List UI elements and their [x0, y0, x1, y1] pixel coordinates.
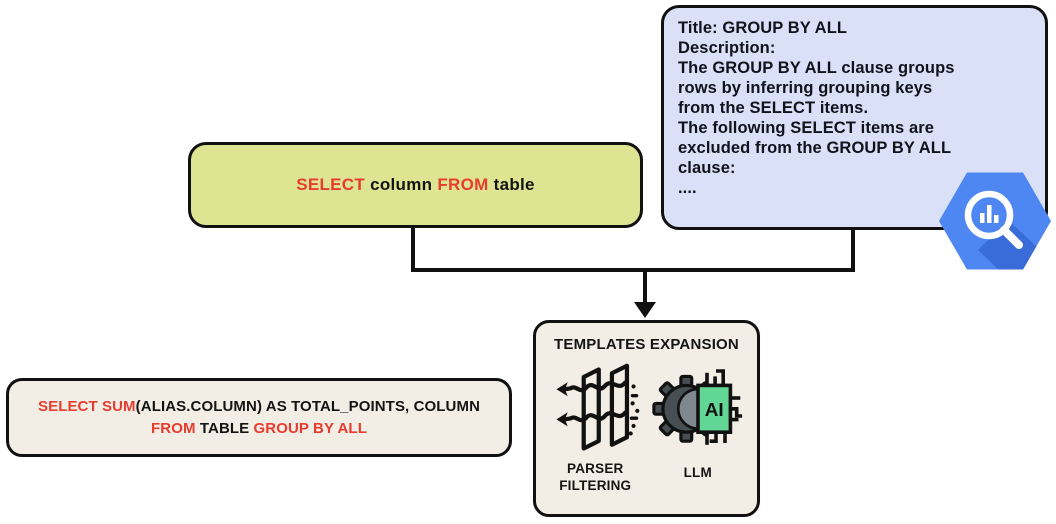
parser-filter-icon [556, 363, 640, 451]
feature-doc-box: Title: GROUP BY ALL Description: The GRO… [661, 5, 1048, 230]
connector-arrow-stem [643, 270, 647, 304]
connector-horizontal-join [411, 268, 855, 272]
sql-column-text: column [365, 175, 438, 194]
sql-table-name-text: TABLE [195, 419, 254, 437]
input-query-text: SELECT column FROM table [296, 175, 535, 195]
sql-keyword-from: FROM [151, 419, 196, 437]
ai-chip-label: AI [704, 400, 723, 421]
parser-filtering-item: PARSER FILTERING [544, 362, 647, 495]
flow-arrowhead-icon [634, 302, 656, 318]
sql-keyword-group-by-all: GROUP BY ALL [253, 419, 367, 437]
sql-keyword-from: FROM [437, 175, 489, 194]
templates-expansion-title: TEMPLATES EXPANSION [554, 336, 739, 353]
input-query-box: SELECT column FROM table [188, 142, 643, 228]
expanded-query-box: SELECT SUM(ALIAS.COLUMN) AS TOTAL_POINTS… [6, 378, 512, 457]
sql-select-list-text: (ALIAS.COLUMN) AS TOTAL_POINTS, COLUMN [135, 397, 481, 415]
expanded-query-line2: FROM TABLE GROUP BY ALL [151, 418, 367, 440]
connector-from-doc-box [851, 228, 855, 272]
llm-item: AI LLM [647, 362, 750, 495]
parser-filtering-label: PARSER FILTERING [559, 461, 632, 494]
templates-expansion-box: TEMPLATES EXPANSION [533, 320, 760, 517]
sql-keyword-select: SELECT [296, 175, 366, 194]
llm-label: LLM [683, 465, 712, 480]
connector-from-query-box [411, 226, 415, 272]
feature-doc-text: Title: GROUP BY ALL Description: The GRO… [678, 19, 955, 197]
bigquery-icon [939, 172, 1051, 270]
sql-table-text: table [488, 175, 535, 194]
sql-keyword-select-sum: SELECT SUM [37, 397, 136, 415]
ai-chip-gear-icon: AI [652, 369, 742, 445]
templates-expansion-items: PARSER FILTERING [536, 362, 757, 495]
expanded-query-line1: SELECT SUM(ALIAS.COLUMN) AS TOTAL_POINTS… [38, 396, 480, 418]
